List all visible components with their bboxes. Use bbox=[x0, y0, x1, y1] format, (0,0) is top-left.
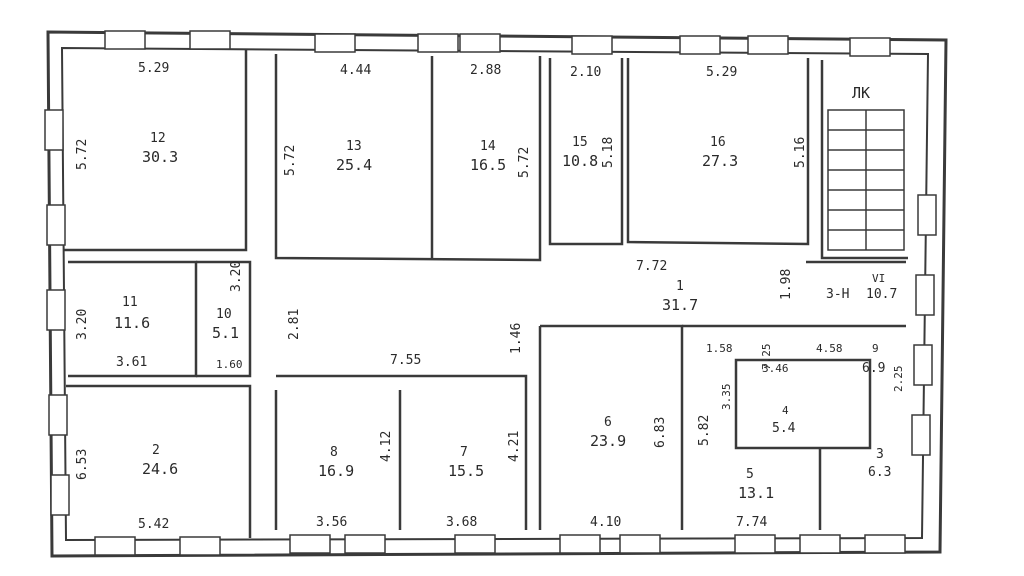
room-12-number: 12 bbox=[150, 131, 166, 146]
room-15-area: 10.8 bbox=[562, 152, 598, 170]
dim-label: 2.81 bbox=[287, 309, 302, 340]
room-13-area: 25.4 bbox=[336, 156, 372, 174]
room-2-number: 2 bbox=[152, 443, 160, 458]
dim-label: 5.18 bbox=[601, 137, 616, 168]
room-1-area: 31.7 bbox=[662, 296, 698, 314]
room-16-number: 16 bbox=[710, 135, 726, 150]
dim-label: 5.29 bbox=[706, 65, 737, 80]
dim-label: 5.29 bbox=[138, 61, 169, 76]
dim-label: 2.25 bbox=[892, 366, 905, 393]
dim-label: 1.60 bbox=[216, 358, 243, 371]
dim-label: 4.58 bbox=[816, 342, 843, 355]
stair-room-label: З-Н bbox=[826, 287, 849, 302]
room-3-number: 3 bbox=[876, 447, 884, 462]
room-vi-area: 10.7 bbox=[866, 287, 897, 302]
dim-label: 7.55 bbox=[390, 353, 421, 368]
room-5-number: 5 bbox=[746, 467, 754, 482]
dim-label: 7.74 bbox=[736, 515, 767, 530]
dim-label: 5.72 bbox=[283, 145, 298, 176]
dim-label: 4.12 bbox=[379, 431, 394, 462]
room-5-area: 13.1 bbox=[738, 484, 774, 502]
room-1-number: 1 bbox=[676, 279, 684, 294]
room-vi-number: VI bbox=[872, 272, 885, 285]
room-16-area: 27.3 bbox=[702, 152, 738, 170]
room-10-number: 10 bbox=[216, 307, 232, 322]
dim-label: 6.83 bbox=[653, 417, 668, 448]
room-6-area: 23.9 bbox=[590, 432, 626, 450]
room-6-number: 6 bbox=[604, 415, 612, 430]
room-4-area: 5.4 bbox=[772, 421, 796, 436]
dim-label: 1.46 bbox=[509, 323, 524, 354]
room-14-number: 14 bbox=[480, 139, 496, 154]
dim-label: 3.20 bbox=[75, 309, 90, 340]
room-2-area: 24.6 bbox=[142, 460, 178, 478]
interior-walls bbox=[64, 50, 908, 538]
room-15-number: 15 bbox=[572, 135, 588, 150]
windows bbox=[44, 30, 937, 556]
room-8-area: 16.9 bbox=[318, 462, 354, 480]
stair-label: ЛК bbox=[852, 84, 870, 102]
room-9-area: 6.9 bbox=[862, 361, 885, 376]
room-13-number: 13 bbox=[346, 139, 362, 154]
dim-label: 4.21 bbox=[507, 431, 522, 462]
room-10-area: 5.1 bbox=[212, 324, 239, 342]
room-3-area: 6.3 bbox=[868, 465, 891, 480]
outer-walls bbox=[46, 30, 948, 558]
room-4-number: 4 bbox=[782, 404, 789, 417]
dim-label: 5.16 bbox=[793, 137, 808, 168]
room-14-area: 16.5 bbox=[470, 156, 506, 174]
dim-label: 5.42 bbox=[138, 517, 169, 532]
dim-label: 6.53 bbox=[75, 449, 90, 480]
staircase bbox=[827, 109, 905, 251]
dim-label: 2.10 bbox=[570, 65, 601, 80]
room-7-area: 15.5 bbox=[448, 462, 484, 480]
room-11-number: 11 bbox=[122, 295, 138, 310]
dim-label: 5.72 bbox=[517, 147, 532, 178]
room-8-number: 8 bbox=[330, 445, 338, 460]
dim-label: 3.46 bbox=[762, 362, 789, 375]
dim-label: 3.61 bbox=[116, 355, 147, 370]
dim-label: 7.72 bbox=[636, 259, 667, 274]
dim-label: 1.98 bbox=[779, 269, 794, 300]
dim-label: 3.35 bbox=[720, 384, 733, 411]
room-11-area: 11.6 bbox=[114, 314, 150, 332]
dim-label: 4.10 bbox=[590, 515, 621, 530]
room-labels: 12 30.3 13 25.4 14 16.5 15 10.8 16 27.3 … bbox=[114, 84, 897, 502]
dim-label: 3.68 bbox=[446, 515, 477, 530]
dim-label: 7.25 bbox=[760, 344, 773, 371]
dim-label: 3.56 bbox=[316, 515, 347, 530]
dimension-labels: 5.29 4.44 2.88 2.10 5.29 3.61 1.60 7.55 … bbox=[116, 61, 843, 532]
dim-label: 3.20 bbox=[229, 261, 244, 292]
room-9-number: 9 bbox=[872, 342, 879, 355]
dim-label: 5.72 bbox=[75, 139, 90, 170]
room-7-number: 7 bbox=[460, 445, 468, 460]
dim-label: 4.44 bbox=[340, 63, 371, 78]
dim-label: 5.82 bbox=[697, 415, 712, 446]
dimension-labels-vertical: 5.72 5.72 5.72 5.18 5.16 3.20 3.20 2.81 … bbox=[75, 137, 905, 480]
room-12-area: 30.3 bbox=[142, 148, 178, 166]
dim-label: 1.58 bbox=[706, 342, 733, 355]
dim-label: 2.88 bbox=[470, 63, 501, 78]
